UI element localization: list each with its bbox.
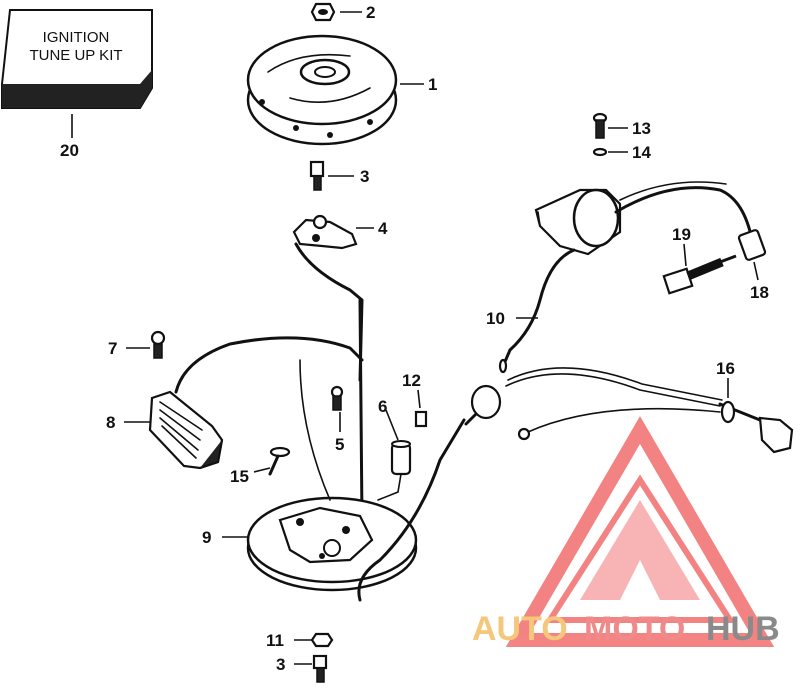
callout-10: 10 [486, 309, 505, 328]
callout-1: 1 [428, 75, 437, 94]
coil-washer [592, 147, 608, 157]
coil-screw [592, 112, 608, 139]
screw-15 [268, 446, 291, 476]
bullet-connector [464, 384, 502, 426]
screw-7 [150, 330, 166, 359]
callout-15: 15 [230, 467, 249, 486]
watermark-logo [505, 416, 775, 647]
nut-11 [310, 632, 334, 648]
leader-lines [71, 11, 759, 665]
callout-14: 14 [632, 143, 651, 162]
callout-3-bottom: 3 [276, 655, 285, 674]
watermark-hub: HUB [706, 610, 780, 648]
screw-5 [330, 385, 344, 411]
callout-16: 16 [716, 359, 735, 378]
kit-label-line1: IGNITION [43, 29, 110, 46]
callout-12: 12 [402, 371, 421, 390]
flywheel [246, 34, 398, 146]
stator-plate [246, 359, 418, 592]
callout-11: 11 [266, 631, 284, 650]
screw-bottom [312, 654, 328, 683]
callout-18: 18 [750, 283, 769, 302]
flywheel-nut [310, 2, 336, 22]
watermark-text: AUTO MOTO HUB [472, 610, 780, 648]
watermark-auto: AUTO [472, 610, 568, 648]
wire-10-terminal [498, 348, 512, 374]
callout-4: 4 [378, 219, 388, 238]
breaker-points [292, 214, 358, 250]
callout-3-top: 3 [360, 167, 369, 186]
spark-plug [662, 254, 737, 295]
condenser [377, 440, 412, 501]
callout-6: 6 [378, 397, 387, 416]
callout-7: 7 [108, 339, 117, 358]
callout-8: 8 [106, 413, 115, 432]
callout-2: 2 [366, 3, 375, 22]
callout-20: 20 [60, 141, 79, 160]
ignition-tune-up-kit-box: IGNITION TUNE UP KIT [1, 9, 153, 109]
callout-13: 13 [632, 119, 651, 138]
charge-coil [148, 390, 224, 470]
ignition-coil [508, 181, 767, 352]
kit-label-line2: TUNE UP KIT [29, 47, 122, 64]
watermark-moto: MOTO [584, 610, 685, 648]
screw-top [309, 160, 325, 191]
callout-9: 9 [202, 528, 211, 547]
terminal-clip [414, 410, 428, 428]
callouts: 1 2 3 4 5 6 7 8 9 10 11 3 12 13 14 15 16… [60, 3, 769, 674]
wire-harness-leads [505, 367, 794, 454]
callout-19: 19 [672, 225, 691, 244]
callout-5: 5 [335, 435, 344, 454]
